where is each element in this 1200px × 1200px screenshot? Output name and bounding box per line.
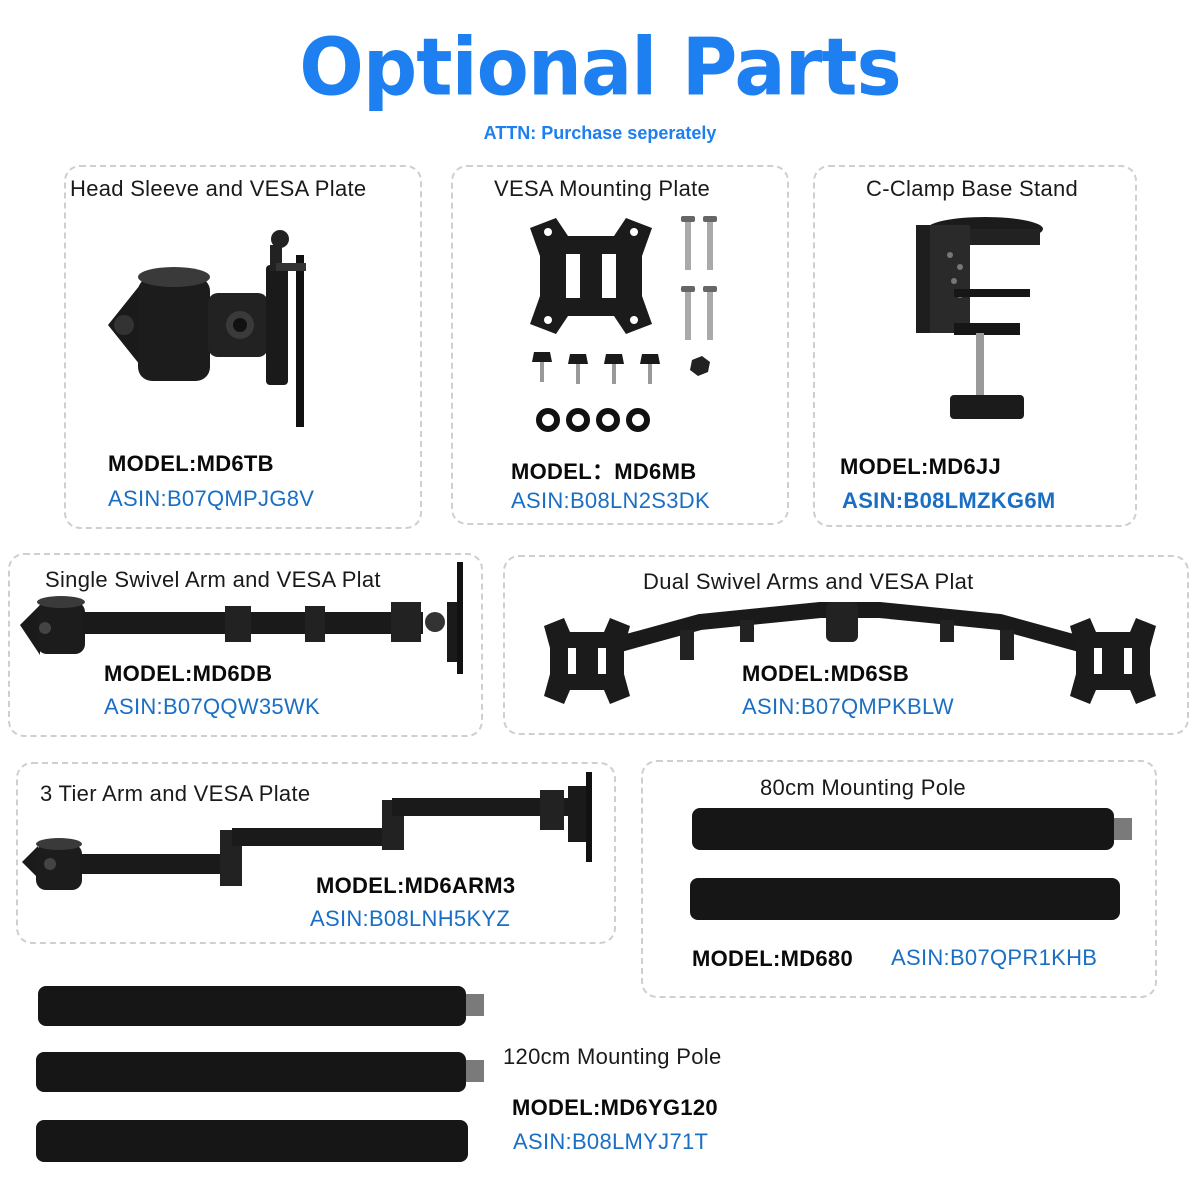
part-title: C-Clamp Base Stand: [866, 176, 1079, 201]
part-card-vesa-plate: [451, 165, 789, 525]
pole-120cm-icon: [36, 986, 484, 1162]
model-number: MODEL:MD680: [692, 946, 853, 971]
part-card-single-arm: [8, 553, 483, 737]
model-number: MODEL：MD6MB: [511, 459, 697, 484]
part-title: 3 Tier Arm and VESA Plate: [40, 781, 311, 806]
part-title: 120cm Mounting Pole: [503, 1044, 722, 1069]
asin-link[interactable]: ASIN:B07QMPJG8V: [108, 486, 315, 511]
part-title: VESA Mounting Plate: [494, 176, 711, 201]
model-number: MODEL:MD6DB: [104, 661, 273, 686]
single-arm-icon: [20, 562, 463, 674]
part-title: Single Swivel Arm and VESA Plat: [45, 567, 381, 592]
model-number: MODEL:MD6SB: [742, 661, 910, 686]
c-clamp-icon: [916, 217, 1043, 419]
asin-link[interactable]: ASIN:B07QMPKBLW: [742, 694, 954, 719]
asin-link[interactable]: ASIN:B07QQW35WK: [104, 694, 321, 719]
vesa-plate-icon: [530, 216, 717, 432]
part-title: 80cm Mounting Pole: [760, 775, 966, 800]
asin-link[interactable]: ASIN:B08LMYJ71T: [513, 1129, 709, 1154]
model-number: MODEL:MD6TB: [108, 451, 274, 476]
part-card-head-sleeve: [64, 165, 422, 529]
part-card-pole-80cm: [641, 760, 1157, 998]
model-number: MODEL:MD6JJ: [840, 454, 1001, 479]
asin-link[interactable]: ASIN:B07QPR1KHB: [891, 945, 1098, 970]
page-subtitle: ATTN: Purchase seperately: [483, 123, 717, 143]
head-sleeve-icon: [108, 230, 306, 427]
three-tier-arm-icon: [22, 772, 592, 890]
asin-link[interactable]: ASIN:B08LN2S3DK: [511, 488, 710, 513]
part-card-c-clamp: [813, 165, 1137, 527]
part-card-three-tier-arm: [16, 762, 616, 944]
page-title: Optional Parts: [299, 19, 902, 114]
asin-link[interactable]: ASIN:B08LNH5KYZ: [310, 906, 511, 931]
model-number: MODEL:MD6ARM3: [316, 873, 516, 898]
dual-arm-icon: [544, 602, 1156, 704]
part-title: Dual Swivel Arms and VESA Plat: [643, 569, 974, 594]
pole-80cm-icon: [690, 808, 1132, 920]
part-card-dual-arm: [503, 555, 1189, 735]
part-title: Head Sleeve and VESA Plate: [70, 176, 367, 201]
model-number: MODEL:MD6YG120: [512, 1095, 718, 1120]
asin-link[interactable]: ASIN:B08LMZKG6M: [842, 488, 1056, 513]
